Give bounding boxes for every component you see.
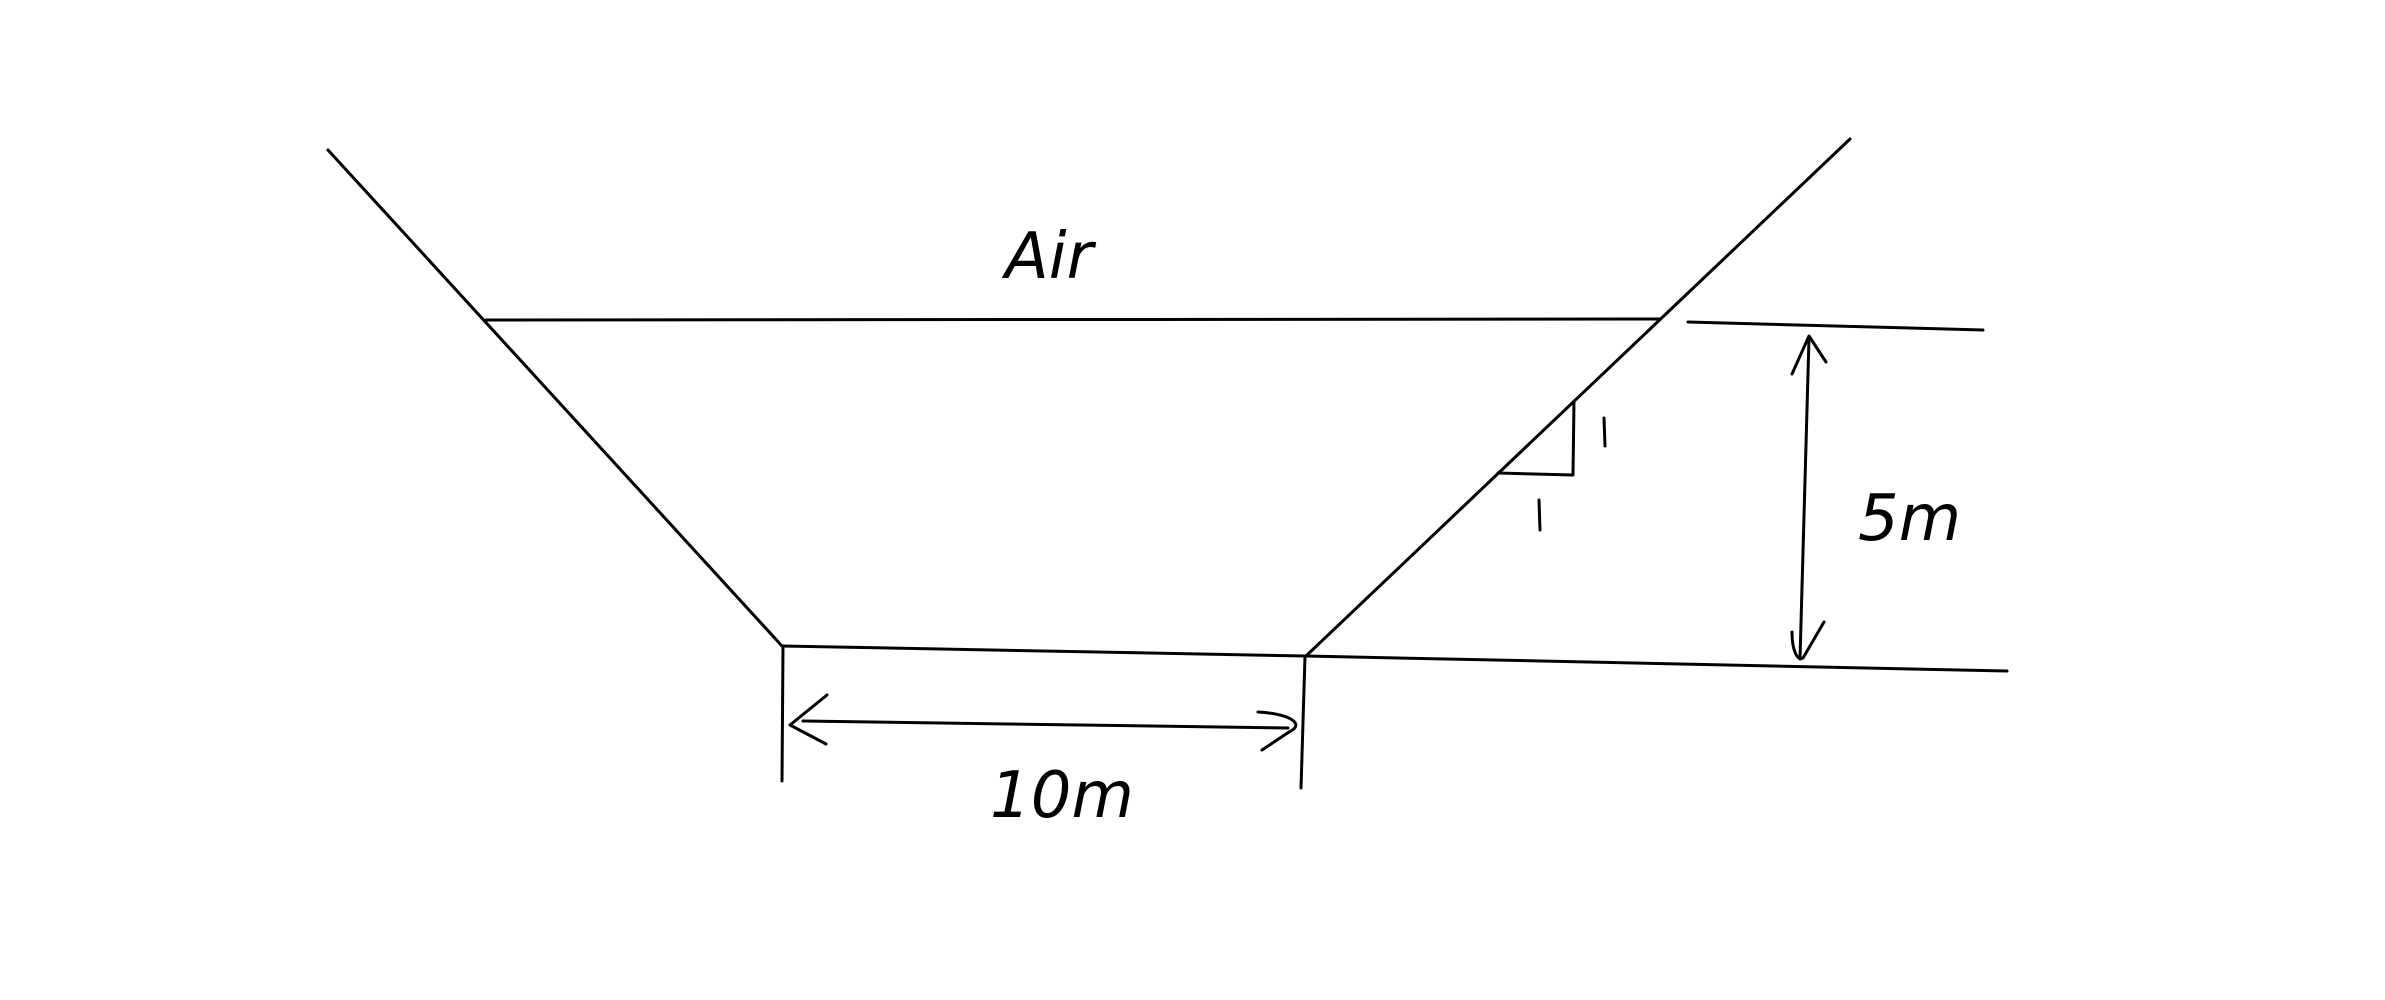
left-bank-line [326,148,784,648]
medium-label: Air [1001,220,1097,294]
depth-label: 5m [1858,482,1961,556]
right-bank-line [1304,137,1852,658]
bottom-width-label: 10m [990,759,1134,833]
slope-rise-mark [1602,416,1607,448]
width-dimension-arrow [788,693,1298,752]
depth-dimension-arrow [1790,334,1828,661]
right-extension-tick [1299,654,1307,790]
slope-run-mark [1537,498,1542,532]
surface-reference-line [1686,320,1985,332]
left-extension-tick [780,644,785,783]
slope-indicator-triangle [1496,399,1576,477]
channel-bottom-line [780,644,1308,658]
bottom-reference-line [1304,654,2009,673]
water-surface-line [484,317,1662,322]
